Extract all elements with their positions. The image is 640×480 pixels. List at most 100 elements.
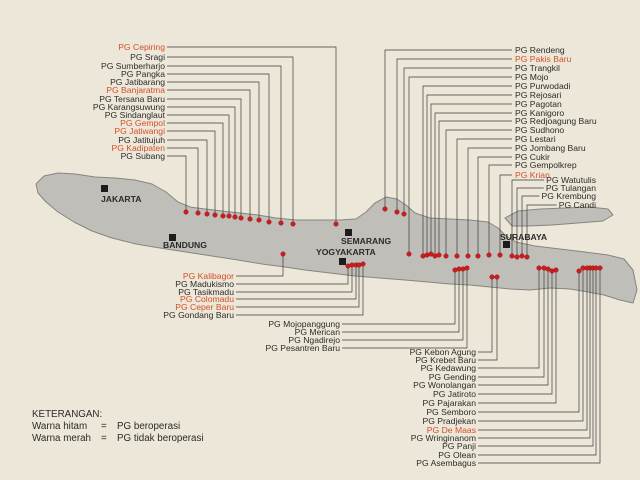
factory-label: PG Kalibagor xyxy=(183,271,234,281)
leader-line xyxy=(478,268,588,431)
factory-label: PG Wonolangan xyxy=(413,380,476,390)
factory-label: PG Ngadirejo xyxy=(288,335,340,345)
leader-line xyxy=(403,67,512,214)
leader-line xyxy=(167,81,260,220)
leader-line xyxy=(236,265,357,300)
factory-dot xyxy=(536,265,542,271)
factory-dot xyxy=(514,254,520,260)
leader-line xyxy=(384,49,512,209)
factory-label: PG Pangka xyxy=(121,69,165,79)
legend-value-not-operating: PG tidak beroperasi xyxy=(117,433,204,444)
factory-dot xyxy=(247,216,253,222)
leader-line xyxy=(342,268,468,349)
city-label-semarang: SEMARANG xyxy=(341,236,391,246)
legend-equals: = xyxy=(101,421,107,432)
factory-label: PG Asembagus xyxy=(416,458,476,468)
factory-dot xyxy=(204,211,210,217)
factory-label: PG Sragi xyxy=(130,52,165,62)
leader-line xyxy=(396,58,512,212)
factory-label: PG Merican xyxy=(295,327,341,337)
factory-label: PG Gempol xyxy=(120,118,165,128)
factory-dot xyxy=(545,266,551,272)
factory-label: PG Pagotan xyxy=(515,99,562,109)
factory-dots xyxy=(183,206,603,280)
factory-dot xyxy=(220,213,226,219)
leader-line xyxy=(478,268,601,464)
factory-label: PG Karangsuwung xyxy=(93,102,165,112)
factory-label: PG Colomadu xyxy=(180,294,234,304)
factory-dot xyxy=(266,219,272,225)
factory-label: PG Cukir xyxy=(515,152,550,162)
factory-dot xyxy=(428,251,434,257)
madura-island xyxy=(504,206,614,227)
leader-line xyxy=(430,103,512,254)
legend-key-red: Warna merah xyxy=(32,433,91,444)
leader-line xyxy=(478,268,545,378)
leader-line xyxy=(167,46,337,224)
factory-dot xyxy=(238,215,244,221)
legend-value-operating: PG beroperasi xyxy=(117,421,180,432)
factory-label: PG Pakis Baru xyxy=(515,54,572,64)
factory-dot xyxy=(509,253,515,259)
leader-line xyxy=(236,254,284,277)
factory-label: PG Ceper Baru xyxy=(175,302,234,312)
factory-label: PG Kedawung xyxy=(421,363,477,373)
factory-dot xyxy=(519,253,525,259)
leader-line xyxy=(342,270,456,325)
leader-line xyxy=(167,130,216,215)
leader-line xyxy=(167,114,230,216)
factory-label: PG Gondang Baru xyxy=(163,310,234,320)
factory-label: PG Pesantren Baru xyxy=(265,343,340,353)
leader-line xyxy=(478,268,584,422)
city-labels: JAKARTA BANDUNG SEMARANG YOGYAKARTA SURA… xyxy=(101,194,547,257)
factory-dot xyxy=(333,221,339,227)
city-marker-surabaya xyxy=(503,241,510,248)
leader-line xyxy=(478,277,493,353)
leader-line xyxy=(167,106,236,217)
factory-dot xyxy=(524,254,530,260)
leader-line xyxy=(477,156,512,256)
factory-label: PG Madukismo xyxy=(175,279,234,289)
factory-dot xyxy=(475,253,481,259)
factory-dot xyxy=(232,214,238,220)
leader-line xyxy=(167,73,270,222)
factory-dot xyxy=(465,253,471,259)
factory-dot xyxy=(290,221,296,227)
city-marker-semarang xyxy=(345,229,352,236)
factory-dot xyxy=(489,274,495,280)
factory-label: PG Olean xyxy=(438,450,476,460)
factory-label: PG Gending xyxy=(429,372,477,382)
factory-dot xyxy=(494,274,500,280)
factory-label: PG Purwodadi xyxy=(515,81,571,91)
leader-line xyxy=(478,277,498,361)
factory-dot xyxy=(195,210,201,216)
leader-line xyxy=(516,187,544,257)
factory-dot xyxy=(497,252,503,258)
factory-dot xyxy=(401,211,407,217)
factory-dot xyxy=(394,209,400,215)
factory-label: PG Trangkil xyxy=(515,63,560,73)
factory-dot xyxy=(280,251,286,257)
factory-label: PG Tasikmadu xyxy=(178,287,234,297)
factory-dot xyxy=(464,265,470,271)
factory-label: PG Krembung xyxy=(542,191,597,201)
leader-line xyxy=(167,89,251,219)
leader-line xyxy=(478,268,540,369)
factory-label: PG De Maas xyxy=(427,425,476,435)
factory-label: PG Krebet Baru xyxy=(415,355,476,365)
leader-line xyxy=(408,76,512,254)
legend-key-black: Warna hitam xyxy=(32,421,87,432)
leader-line xyxy=(456,138,512,256)
factory-label: PG Sumberharjo xyxy=(101,61,165,71)
leader-line xyxy=(478,268,597,456)
city-markers xyxy=(101,185,510,265)
factory-label: PG Pajarakan xyxy=(422,398,476,408)
factory-label: PG Krian xyxy=(515,170,550,180)
factory-label: PG Candi xyxy=(559,200,596,210)
factory-label: PG Kadipaten xyxy=(111,143,165,153)
